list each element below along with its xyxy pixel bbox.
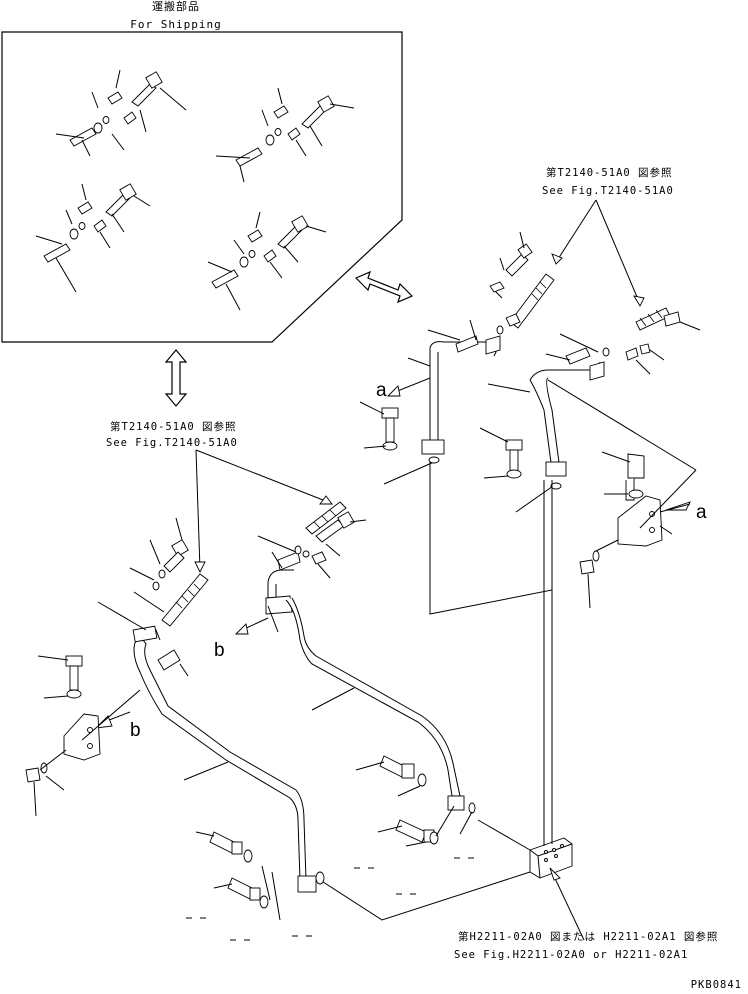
shipping-part-set-4 bbox=[207, 211, 327, 311]
shipping-part-set-2 bbox=[215, 87, 355, 183]
shipping-box bbox=[1, 31, 403, 343]
shipping-part-set-3 bbox=[35, 183, 151, 293]
double-arrow-diagonal-icon bbox=[354, 270, 414, 304]
ref-mid-jp: 第T2140-51A0 図参照 bbox=[110, 420, 237, 433]
ref-mid-en: See Fig.T2140-51A0 bbox=[106, 437, 238, 449]
label-b-left: b bbox=[130, 720, 141, 741]
shipping-title-en: For Shipping bbox=[130, 18, 221, 31]
shipping-part-set-1 bbox=[55, 69, 187, 157]
label-a-upper: a bbox=[376, 380, 387, 401]
ref-bottom-en: See Fig.H2211-02A0 or H2211-02A1 bbox=[454, 949, 688, 961]
drawing-code: PKB0841 bbox=[691, 979, 742, 991]
bottom-assembly bbox=[186, 480, 585, 941]
ref-top-en: See Fig.T2140-51A0 bbox=[542, 185, 674, 197]
bracket-right-a bbox=[579, 451, 697, 609]
reference-leaders bbox=[194, 199, 645, 574]
middle-left-assembly bbox=[97, 501, 461, 881]
shipping-title-jp: 運搬部品 bbox=[152, 0, 200, 13]
label-b-upper: b bbox=[214, 640, 225, 661]
ref-top-jp: 第T2140-51A0 図参照 bbox=[546, 166, 673, 179]
double-arrow-vertical-icon bbox=[164, 349, 188, 407]
label-a-right: a bbox=[696, 502, 707, 523]
upper-right-assembly bbox=[359, 231, 701, 615]
bracket-left-b bbox=[25, 655, 141, 817]
ref-bottom-jp: 第H2211-02A0 図または H2211-02A1 図参照 bbox=[458, 930, 718, 943]
